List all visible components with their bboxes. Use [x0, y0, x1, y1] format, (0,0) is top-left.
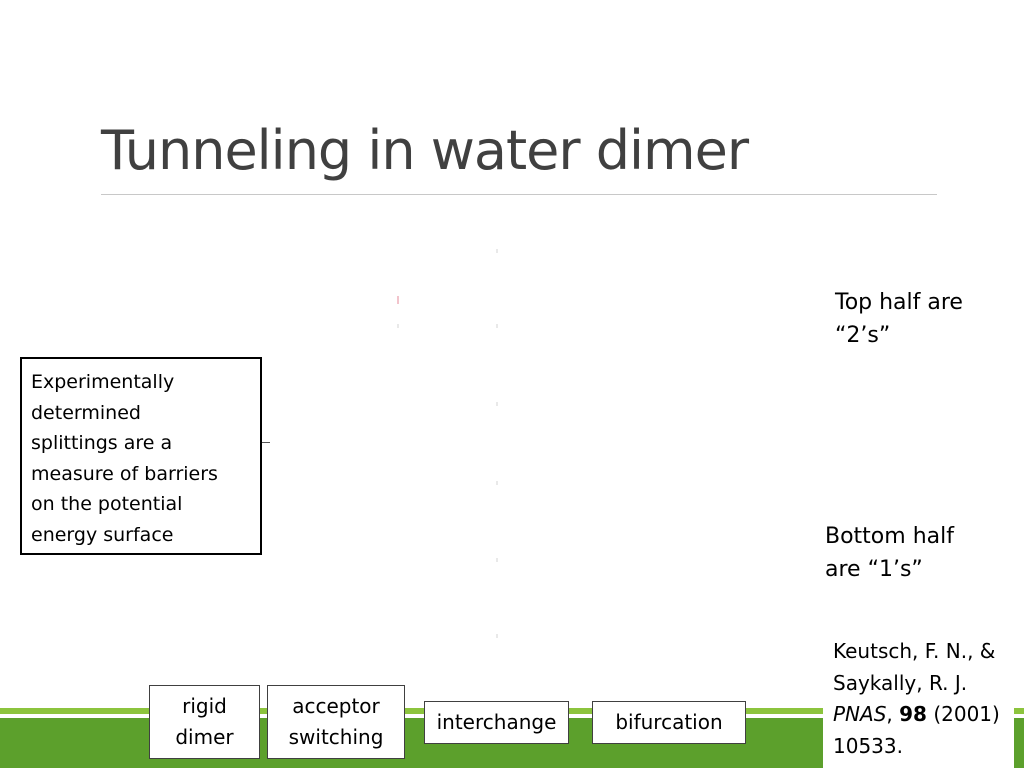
splittings-callout: Experimentally determined splittings are…	[20, 357, 262, 555]
label-acceptor-switching: acceptor switching	[267, 685, 405, 759]
reference-line: Keutsch, F. N., &	[833, 639, 996, 663]
diagram-remnant	[496, 249, 498, 253]
diagram-remnant	[496, 634, 498, 638]
callout-line: Experimentally	[31, 371, 175, 393]
callout-line: splittings are a	[31, 432, 173, 454]
callout-line: on the potential	[31, 493, 183, 515]
callout-connector	[262, 442, 270, 443]
title-divider	[101, 194, 937, 195]
label-line: switching	[288, 725, 384, 749]
callout-line: determined	[31, 401, 141, 424]
reference-volume: 98	[899, 702, 927, 726]
label-line: rigid	[182, 694, 227, 718]
slide-title: Tunneling in water dimer	[101, 119, 749, 182]
reference-line: PNAS, 98 (2001)	[833, 699, 1014, 731]
label-line: acceptor	[292, 694, 380, 718]
reference-citation: Keutsch, F. N., & Saykally, R. J. PNAS, …	[823, 630, 1014, 768]
diagram-remnant	[496, 558, 498, 562]
reference-line: Saykally, R. J.	[833, 670, 968, 695]
diagram-remnant	[496, 324, 498, 328]
top-half-note: Top half are “2’s”	[835, 286, 963, 352]
bottom-half-note: Bottom half are “1’s”	[825, 520, 954, 586]
diagram-remnant	[496, 402, 498, 406]
reference-line: 10533.	[833, 733, 903, 758]
diagram-remnant	[397, 324, 399, 328]
top-half-note-line: “2’s”	[835, 323, 891, 348]
reference-separator: ,	[886, 702, 900, 726]
label-interchange: interchange	[424, 701, 569, 744]
reference-year: (2001)	[926, 702, 1000, 726]
diagram-remnant	[496, 481, 498, 485]
bottom-half-note-line: are “1’s”	[825, 557, 923, 582]
callout-line: energy surface	[31, 523, 174, 546]
label-line: dimer	[175, 725, 234, 749]
callout-line: measure of barriers	[31, 462, 218, 485]
reference-journal: PNAS	[833, 702, 887, 726]
label-bifurcation: bifurcation	[592, 701, 746, 744]
top-half-note-line: Top half are	[835, 290, 963, 315]
diagram-remnant	[397, 296, 399, 304]
label-rigid-dimer: rigid dimer	[149, 685, 260, 759]
bottom-half-note-line: Bottom half	[825, 524, 954, 549]
